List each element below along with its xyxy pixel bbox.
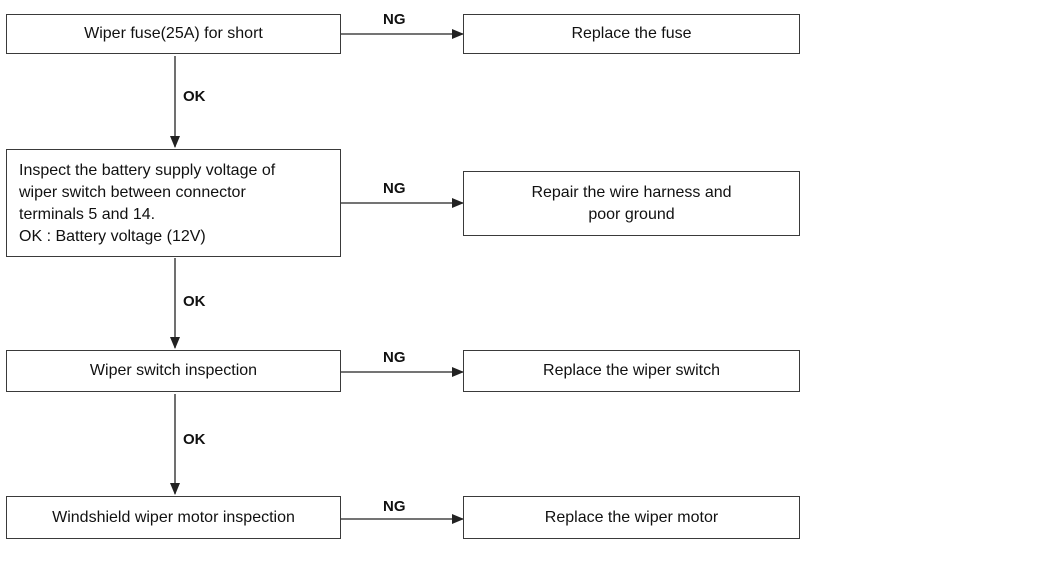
action-text-4: Replace the wiper motor (544, 508, 719, 526)
ok-label-3: OK (183, 431, 206, 448)
check-text-2-line-2: wiper switch between connector (19, 184, 246, 201)
check-text-3: Wiper switch inspection (89, 362, 258, 379)
check-box-4: Windshield wiper motor inspection (6, 496, 341, 539)
ok-label-1: OK (183, 88, 206, 105)
action-text-3: Replace the wiper switch (543, 362, 720, 379)
check-text-2-line-3: terminals 5 and 14. (19, 206, 156, 223)
ng-label-1: NG (383, 11, 406, 28)
action-box-1: Replace the fuse (463, 14, 800, 54)
check-text-2-line-1: Inspect the battery supply voltage of (19, 162, 276, 179)
action-text-2-line-1: Repair the wire harness and (531, 183, 732, 201)
check-box-3: Wiper switch inspection (6, 350, 341, 392)
check-box-1: Wiper fuse(25A) for short (6, 14, 341, 54)
ng-label-2: NG (383, 180, 406, 197)
check-text-4: Windshield wiper motor inspection (52, 508, 295, 526)
check-box-2: Inspect the battery supply voltage of wi… (6, 149, 341, 257)
check-text-1: Wiper fuse(25A) for short (84, 25, 263, 42)
action-box-3: Replace the wiper switch (463, 350, 800, 392)
ng-label-4: NG (383, 498, 406, 515)
action-box-2: Repair the wire harness and poor ground (463, 171, 800, 236)
check-text-2-line-4: OK : Battery voltage (12V) (19, 228, 206, 245)
action-box-4: Replace the wiper motor (463, 496, 800, 539)
action-text-1: Replace the fuse (571, 25, 692, 42)
action-text-2-line-2: poor ground (588, 205, 675, 223)
ng-label-3: NG (383, 349, 406, 366)
ok-label-2: OK (183, 293, 206, 310)
